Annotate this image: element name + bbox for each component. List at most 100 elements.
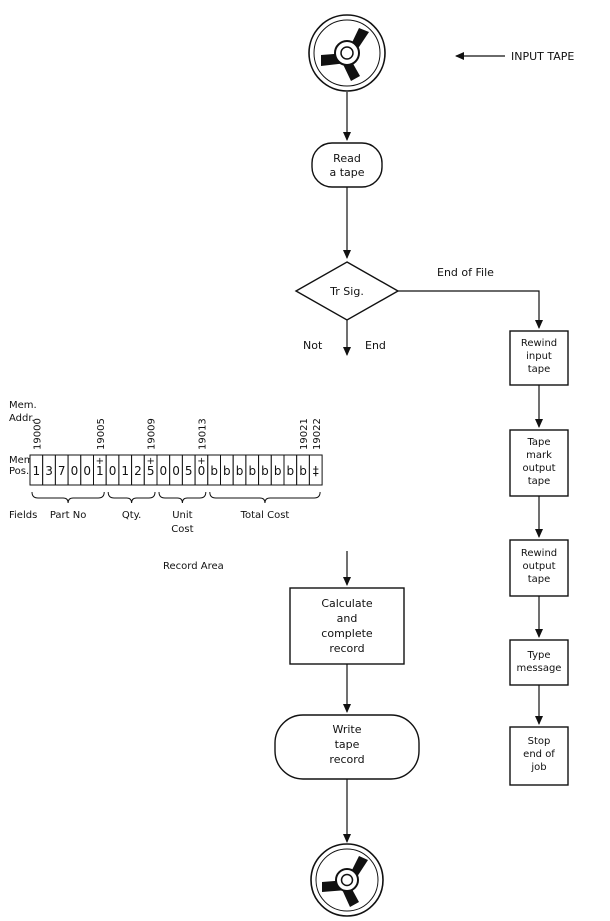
tape-mark-node: Tape mark output tape xyxy=(509,429,569,497)
address-label: 19000 xyxy=(32,418,43,450)
memory-cell: 5 xyxy=(181,454,196,486)
read-line-1: Read xyxy=(333,152,361,165)
calculate-line-2: and xyxy=(337,612,358,625)
read-tape-node: Read a tape xyxy=(311,142,383,188)
memory-cell: ‡ xyxy=(308,454,323,486)
memory-cell-value: 1 xyxy=(96,464,104,478)
memory-cell-value: 5 xyxy=(147,464,155,478)
read-line-2: a tape xyxy=(329,166,364,179)
memory-cell-value: 2 xyxy=(134,464,142,478)
fields-label: Fields xyxy=(9,510,37,521)
field-brace xyxy=(31,491,105,504)
record-area-label: Record Area xyxy=(163,561,224,572)
input-tape-label: INPUT TAPE xyxy=(511,50,574,63)
memory-cell-value: b xyxy=(248,464,256,478)
memory-cell-value: 5 xyxy=(185,464,193,478)
memory-cell-value: 3 xyxy=(45,464,53,478)
memory-cell: 0 xyxy=(67,454,82,486)
memory-cell: b xyxy=(220,454,234,486)
memory-cell: 0+ xyxy=(194,454,209,486)
memory-cell: 7 xyxy=(54,454,69,486)
field-brace xyxy=(107,491,156,504)
memory-cell: 5+ xyxy=(143,454,158,486)
stop-line-3: job xyxy=(530,762,546,773)
address-label: 19021 xyxy=(299,418,310,450)
memory-cell: 0 xyxy=(156,454,171,486)
calculate-line-3: complete xyxy=(321,627,373,640)
memory-cell: 1 xyxy=(29,454,44,486)
calculate-line-4: record xyxy=(329,642,364,655)
tape-mark-line-2: mark xyxy=(526,450,552,461)
tape-mark-line-4: tape xyxy=(528,476,551,487)
memory-cell-value: 7 xyxy=(58,464,66,478)
type-message-node: Type message xyxy=(509,639,569,686)
memory-cell-value: 0 xyxy=(109,464,117,478)
stop-line-2: end of xyxy=(523,749,555,760)
field-name: Part No xyxy=(50,510,87,521)
sign-mark: + xyxy=(197,456,205,467)
memory-cell: 0 xyxy=(80,454,95,486)
memory-cell-value: b xyxy=(236,464,244,478)
memory-cell-value: b xyxy=(261,464,269,478)
decision-node: Tr Sig. xyxy=(294,261,400,321)
output-tape-reel-icon xyxy=(310,843,384,917)
tape-mark-line-1: Tape xyxy=(526,437,550,448)
mem-addr-label-1: Mem. xyxy=(9,400,37,411)
memory-cell: b xyxy=(296,454,310,486)
memory-cell: b xyxy=(245,454,260,486)
memory-cell-value: 0 xyxy=(71,464,79,478)
rewind-output-node: Rewind output tape xyxy=(509,539,569,597)
memory-cell: 2 xyxy=(131,454,145,486)
field-name: Cost xyxy=(171,524,193,535)
memory-cell-value: 0 xyxy=(160,464,168,478)
write-line-3: record xyxy=(329,753,364,766)
memory-cell: b xyxy=(283,454,298,486)
memory-cell-value: ‡ xyxy=(313,464,319,478)
memory-cell-value: b xyxy=(210,464,218,478)
memory-cell-value: b xyxy=(299,464,307,478)
memory-cell-value: 1 xyxy=(121,464,129,478)
field-brace xyxy=(158,491,207,504)
type-message-line-1: Type xyxy=(527,650,551,661)
tape-mark-line-3: output xyxy=(523,463,556,474)
memory-cell-value: 0 xyxy=(83,464,91,478)
type-message-line-2: message xyxy=(517,663,562,674)
memory-cell-value: 1 xyxy=(33,464,41,478)
rewind-input-node: Rewind input tape xyxy=(509,330,569,386)
address-label: 19022 xyxy=(312,418,323,450)
address-label: 19013 xyxy=(197,418,208,450)
rewind-output-line-1: Rewind xyxy=(521,548,557,559)
memory-cell-value: 0 xyxy=(198,464,206,478)
stop-line-1: Stop xyxy=(528,736,551,747)
field-name: Qty. xyxy=(122,510,141,521)
mem-pos-label-2: Pos. xyxy=(9,466,29,477)
end-label: End xyxy=(365,339,386,352)
write-tape-node: Write tape record xyxy=(274,714,420,780)
memory-cell: 3 xyxy=(42,454,56,486)
address-label: 19005 xyxy=(96,418,107,450)
rewind-input-line-1: Rewind xyxy=(521,338,557,349)
connector-eof xyxy=(398,290,543,329)
memory-cell: b xyxy=(232,454,247,486)
address-label: 19009 xyxy=(147,418,158,450)
calculate-node: Calculate and complete record xyxy=(289,587,405,665)
memory-cell-value: b xyxy=(287,464,295,478)
memory-cell: 1 xyxy=(118,454,133,486)
rewind-input-line-2: input xyxy=(526,351,552,362)
memory-cell: b xyxy=(270,454,285,486)
mem-addr-label-2: Addr. xyxy=(9,413,35,424)
memory-cell-value: b xyxy=(223,464,231,478)
rewind-input-line-3: tape xyxy=(528,364,551,375)
mem-pos-label-1: Mem. xyxy=(9,455,37,466)
not-label: Not xyxy=(303,339,323,352)
input-tape-reel-icon xyxy=(308,14,386,92)
memory-cell: b xyxy=(207,454,222,486)
memory-cell: 0 xyxy=(169,454,183,486)
sign-mark: + xyxy=(96,456,104,467)
memory-cell: 0 xyxy=(105,454,120,486)
